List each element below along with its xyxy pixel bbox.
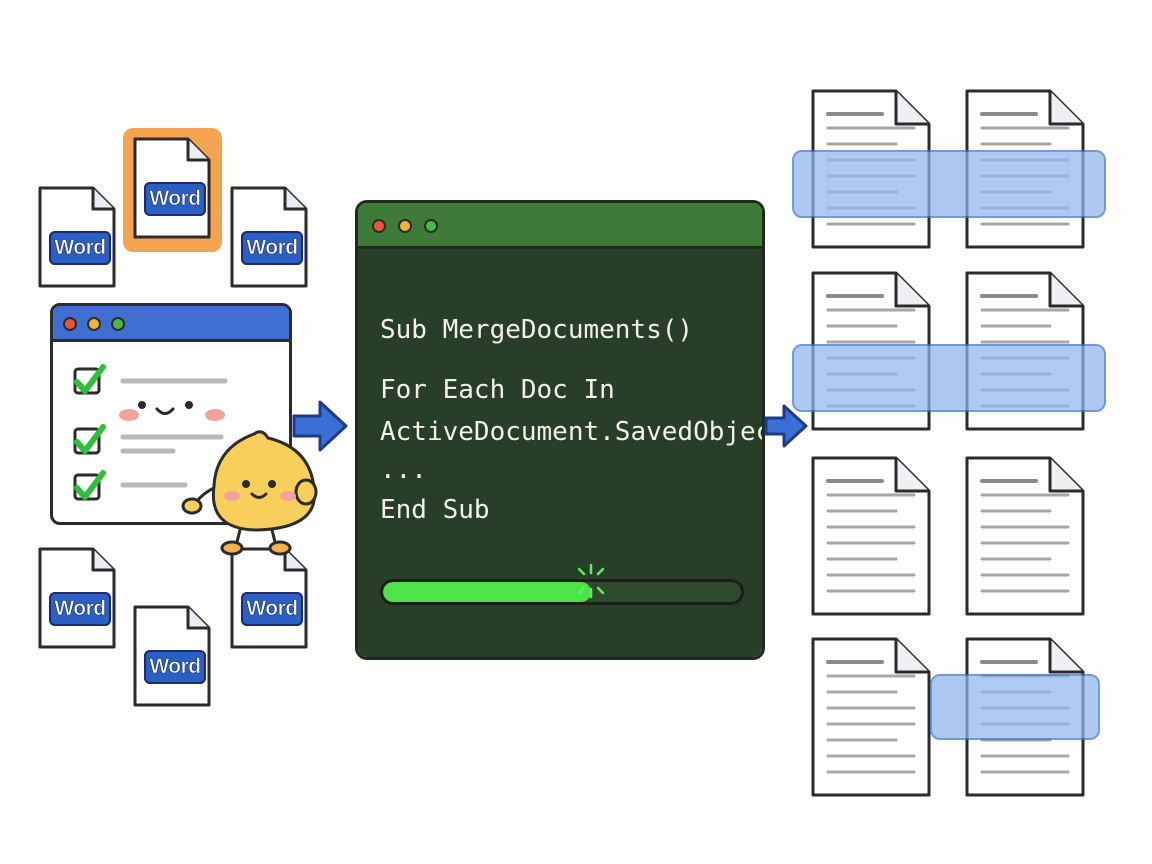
code-line: For Each Doc In — [380, 375, 615, 405]
code-line: End Sub — [380, 495, 490, 525]
code-editor-window: Sub MergeDocuments() For Each Doc In Act… — [355, 200, 765, 660]
word-file-icon: Word — [229, 185, 309, 289]
progress-fill — [383, 582, 591, 602]
checklist-item — [73, 470, 188, 501]
document-page-icon — [964, 455, 1086, 617]
arrow-right-icon — [764, 404, 808, 448]
smiley-face-icon — [119, 401, 225, 421]
word-file-icon: Word — [229, 546, 309, 650]
word-label: Word — [241, 231, 303, 265]
word-file-icon: Word — [37, 185, 117, 289]
progress-bar — [380, 579, 744, 605]
document-page-icon — [810, 455, 932, 617]
checklist-body — [73, 364, 228, 501]
code-line: ... — [380, 455, 427, 485]
checkmark-icon — [74, 424, 106, 454]
word-file-icon: Word — [132, 136, 212, 240]
close-dot-icon — [63, 317, 77, 331]
word-label: Word — [144, 650, 206, 684]
minimize-dot-icon — [87, 317, 101, 331]
word-label: Word — [49, 592, 111, 626]
checklist-item — [73, 364, 228, 395]
arrow-right-icon — [292, 400, 348, 452]
checklist-window — [50, 303, 292, 525]
merge-band — [792, 344, 1106, 412]
code-window-titlebar — [358, 203, 762, 249]
checklist-titlebar — [53, 306, 289, 342]
merge-band — [792, 150, 1106, 218]
word-label: Word — [241, 592, 303, 626]
minimize-dot-icon — [398, 219, 412, 233]
checkmark-icon — [74, 470, 106, 500]
word-file-icon: Word — [132, 604, 212, 708]
close-dot-icon — [372, 219, 386, 233]
word-label: Word — [49, 231, 111, 265]
maximize-dot-icon — [424, 219, 438, 233]
word-file-icon: Word — [37, 546, 117, 650]
code-body: Sub MergeDocuments() For Each Doc In Act… — [358, 249, 765, 657]
merge-band — [930, 674, 1100, 740]
maximize-dot-icon — [111, 317, 125, 331]
code-line: Sub MergeDocuments() — [380, 315, 694, 345]
checkmark-icon — [74, 364, 106, 394]
code-line: ActiveDocument.SavedObjects — [380, 417, 765, 447]
progress-sparkle-icon — [577, 563, 605, 599]
document-page-icon — [810, 636, 932, 798]
word-label: Word — [144, 182, 206, 216]
checklist-item — [73, 424, 224, 455]
